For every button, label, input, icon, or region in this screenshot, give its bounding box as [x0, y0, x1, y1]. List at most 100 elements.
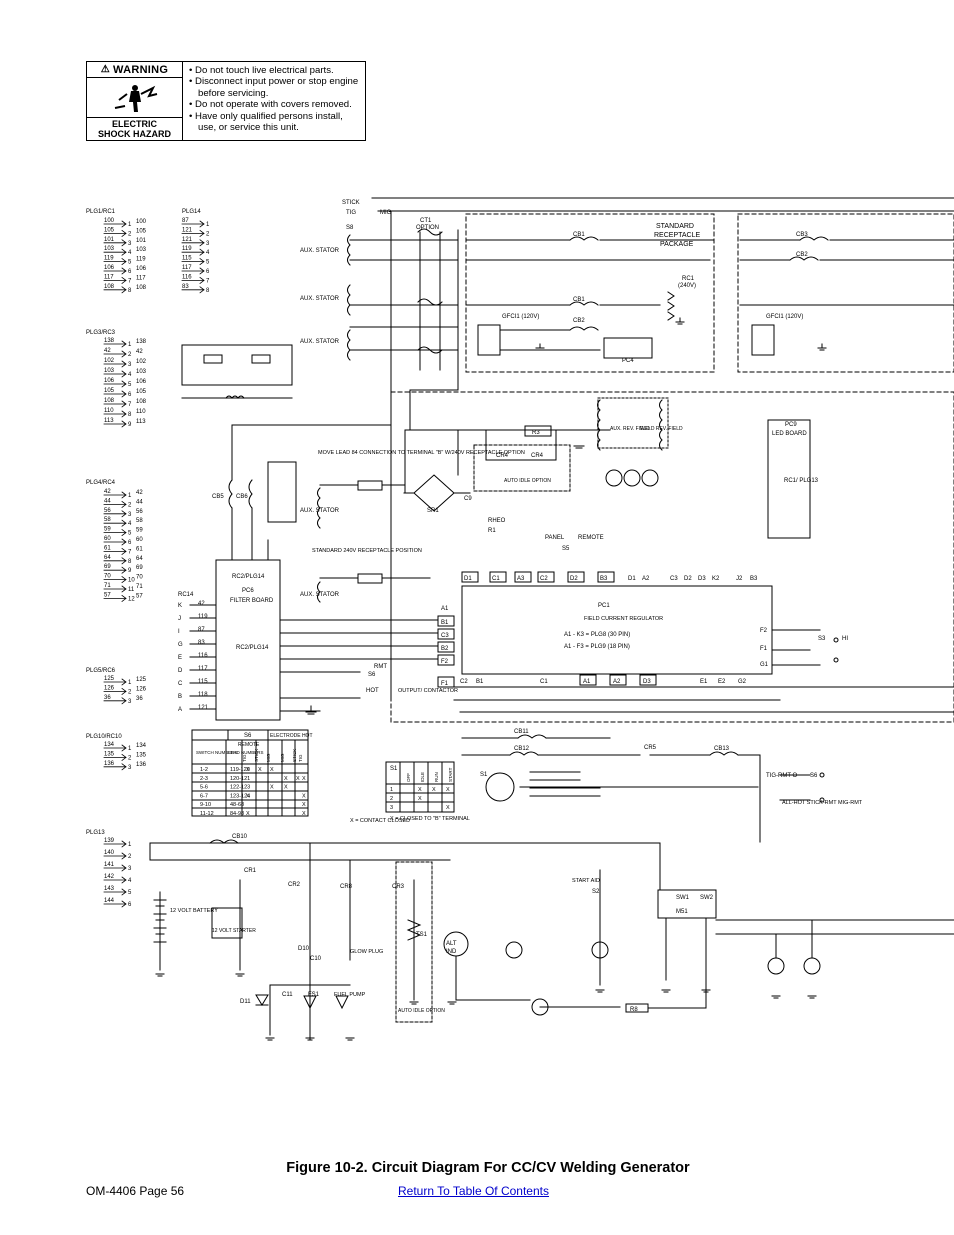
pc1-top-terminal: D2 — [570, 576, 578, 582]
s6-col-header: MIG — [280, 753, 285, 762]
plg1-pin-chevron — [103, 220, 127, 228]
s6-table-cell: X — [302, 793, 306, 799]
plg3-pin-chevron — [103, 390, 127, 398]
label-s6: S6 — [810, 773, 818, 779]
s1-col-header: OFF — [406, 773, 411, 782]
pc1-top-terminal: D1 — [464, 576, 472, 582]
plg4-wire-label: 61 — [104, 545, 111, 551]
plg1-wire-label: 100 — [104, 218, 115, 224]
label-remote: REMOTE — [578, 535, 604, 541]
plg4-pin-chevron — [103, 566, 127, 574]
label-cr4: CR4 — [496, 453, 509, 459]
plg3-wire-label-right: 138 — [136, 339, 147, 345]
s6-table-cell: X — [296, 776, 300, 782]
label-s5: S5 — [562, 546, 570, 552]
pc1-top-terminal: D3 — [698, 576, 706, 582]
label-rheo: RHEO — [488, 518, 506, 524]
plg4-wire-label: 57 — [104, 592, 111, 598]
label-glow-plug: GLOW PLUG — [350, 949, 383, 955]
pc1-top-terminal: C3 — [670, 576, 678, 582]
label-aux-rev-field: AUX. REV. FIELD — [610, 426, 650, 432]
label-cb3: CB3 — [796, 232, 808, 238]
plg3-wire-label-right: 105 — [136, 389, 147, 395]
plg4-pin-chevron — [103, 519, 127, 527]
plg14-pin-number: 5 — [206, 260, 210, 266]
plg4-wire-label-right: 69 — [136, 565, 143, 571]
plg14-pin-chevron — [181, 229, 205, 237]
plg4-wire-label-right: 42 — [136, 490, 143, 496]
label-stick: STICK — [342, 200, 360, 206]
plg4-pin-chevron — [103, 529, 127, 537]
plug-header-plg10: PLG10/RC10 — [86, 734, 122, 740]
plg13-pin-chevron — [103, 852, 127, 860]
plg4-pin-number: 1 — [128, 493, 132, 499]
label-aux-stator: AUX. STATOR — [300, 248, 340, 254]
page-number: OM-4406 Page 56 — [86, 1184, 185, 1198]
plug-header-rc14: RC14 — [178, 592, 194, 598]
label-cb11: CB11 — [514, 729, 529, 735]
plg4-pin-number: 8 — [128, 559, 132, 565]
s6-table-cell: 2-3 — [200, 776, 208, 782]
label-s2: S2 — [592, 889, 600, 895]
plg14-pin-chevron — [181, 239, 205, 247]
label-cb2: CB2 — [796, 252, 808, 258]
rc14-wire-label: 121 — [198, 705, 209, 711]
label-auto-idle: AUTO IDLE OPTION — [504, 478, 551, 484]
plg10-pin-number: 1 — [128, 746, 132, 752]
plg13-pin-chevron — [103, 864, 127, 872]
plg4-wire-label: 44 — [104, 498, 111, 504]
label-tig-rmt: TIG-RMT O — [766, 773, 798, 779]
plg4-pin-number: 12 — [128, 596, 135, 602]
pc1-bottom-terminal: E1 — [700, 679, 708, 685]
plg3-wire-label: 108 — [104, 398, 115, 404]
label-cr4: CR4 — [531, 453, 544, 459]
label-m51: M51 — [676, 909, 688, 915]
label-aux-stator: AUX. STATOR — [300, 339, 340, 345]
return-to-toc-link[interactable]: Return To Table Of Contents — [398, 1184, 549, 1198]
plg5-wire-label: 125 — [104, 676, 115, 682]
s6-col-header: STICK — [254, 749, 259, 762]
plg1-pin-chevron — [103, 276, 127, 284]
label-aux-stator: AUX. STATOR — [300, 508, 340, 514]
s6-table-cell: 6-7 — [200, 793, 208, 799]
label-cb1: CB1 — [573, 232, 585, 238]
plg1-wire-label-right: 117 — [136, 275, 146, 281]
plg1-wire-label: 117 — [104, 274, 114, 280]
s6-table-cell: X — [270, 767, 274, 773]
plg13-pin-chevron — [103, 876, 127, 884]
pc1-bottom-terminal: C2 — [460, 679, 468, 685]
label-ts1: TS1 — [416, 932, 428, 938]
plg3-wire-label: 102 — [104, 358, 115, 364]
label-filter-board: FILTER BOARD — [230, 598, 274, 604]
plg14-wire-label: 83 — [182, 284, 189, 290]
label-aux-stator: AUX. STATOR — [300, 296, 340, 302]
label-std-pkg-2: RECEPTACLE — [654, 232, 700, 239]
s6-col-header: TIG — [242, 754, 247, 762]
plg1-pin-number: 4 — [128, 250, 132, 256]
pc1-top-terminal: B3 — [600, 576, 608, 582]
plg4-wire-label-right: 61 — [136, 546, 143, 552]
s6-col-header: MIG — [266, 753, 271, 762]
rc14-pin-letter: G — [178, 642, 183, 648]
label-mig: MIG — [380, 210, 392, 216]
pc1-left-terminal: F1 — [441, 681, 449, 687]
warning-hazard-label: ELECTRIC SHOCK HAZARD — [98, 119, 171, 139]
plg4-pin-chevron — [103, 538, 127, 546]
pc1-top-terminal: K2 — [712, 576, 720, 582]
plg3-pin-number: 2 — [128, 352, 132, 358]
plg1-pin-number: 7 — [128, 278, 132, 284]
plg1-wire-label-right: 119 — [136, 257, 146, 263]
label-rc1-plg13: RC1/ PLG13 — [784, 478, 819, 484]
rc14-wire-label: 42 — [198, 601, 205, 607]
plg3-wire-label: 42 — [104, 348, 111, 354]
plg1-wire-label: 101 — [104, 237, 115, 243]
label-cr2: CR2 — [288, 882, 301, 888]
plg14-wire-label: 121 — [182, 227, 193, 233]
label-rc2-plg14: RC2/PLG14 — [232, 574, 265, 580]
plg13-wire-label: 141 — [104, 862, 115, 868]
plg4-pin-chevron — [103, 594, 127, 602]
plg3-pin-chevron — [103, 380, 127, 388]
plg4-wire-label-right: 64 — [136, 556, 143, 562]
warning-bullet: • Do not operate with covers removed. — [189, 99, 352, 111]
warning-bullet-list: • Do not touch live electrical parts. • … — [183, 62, 365, 140]
